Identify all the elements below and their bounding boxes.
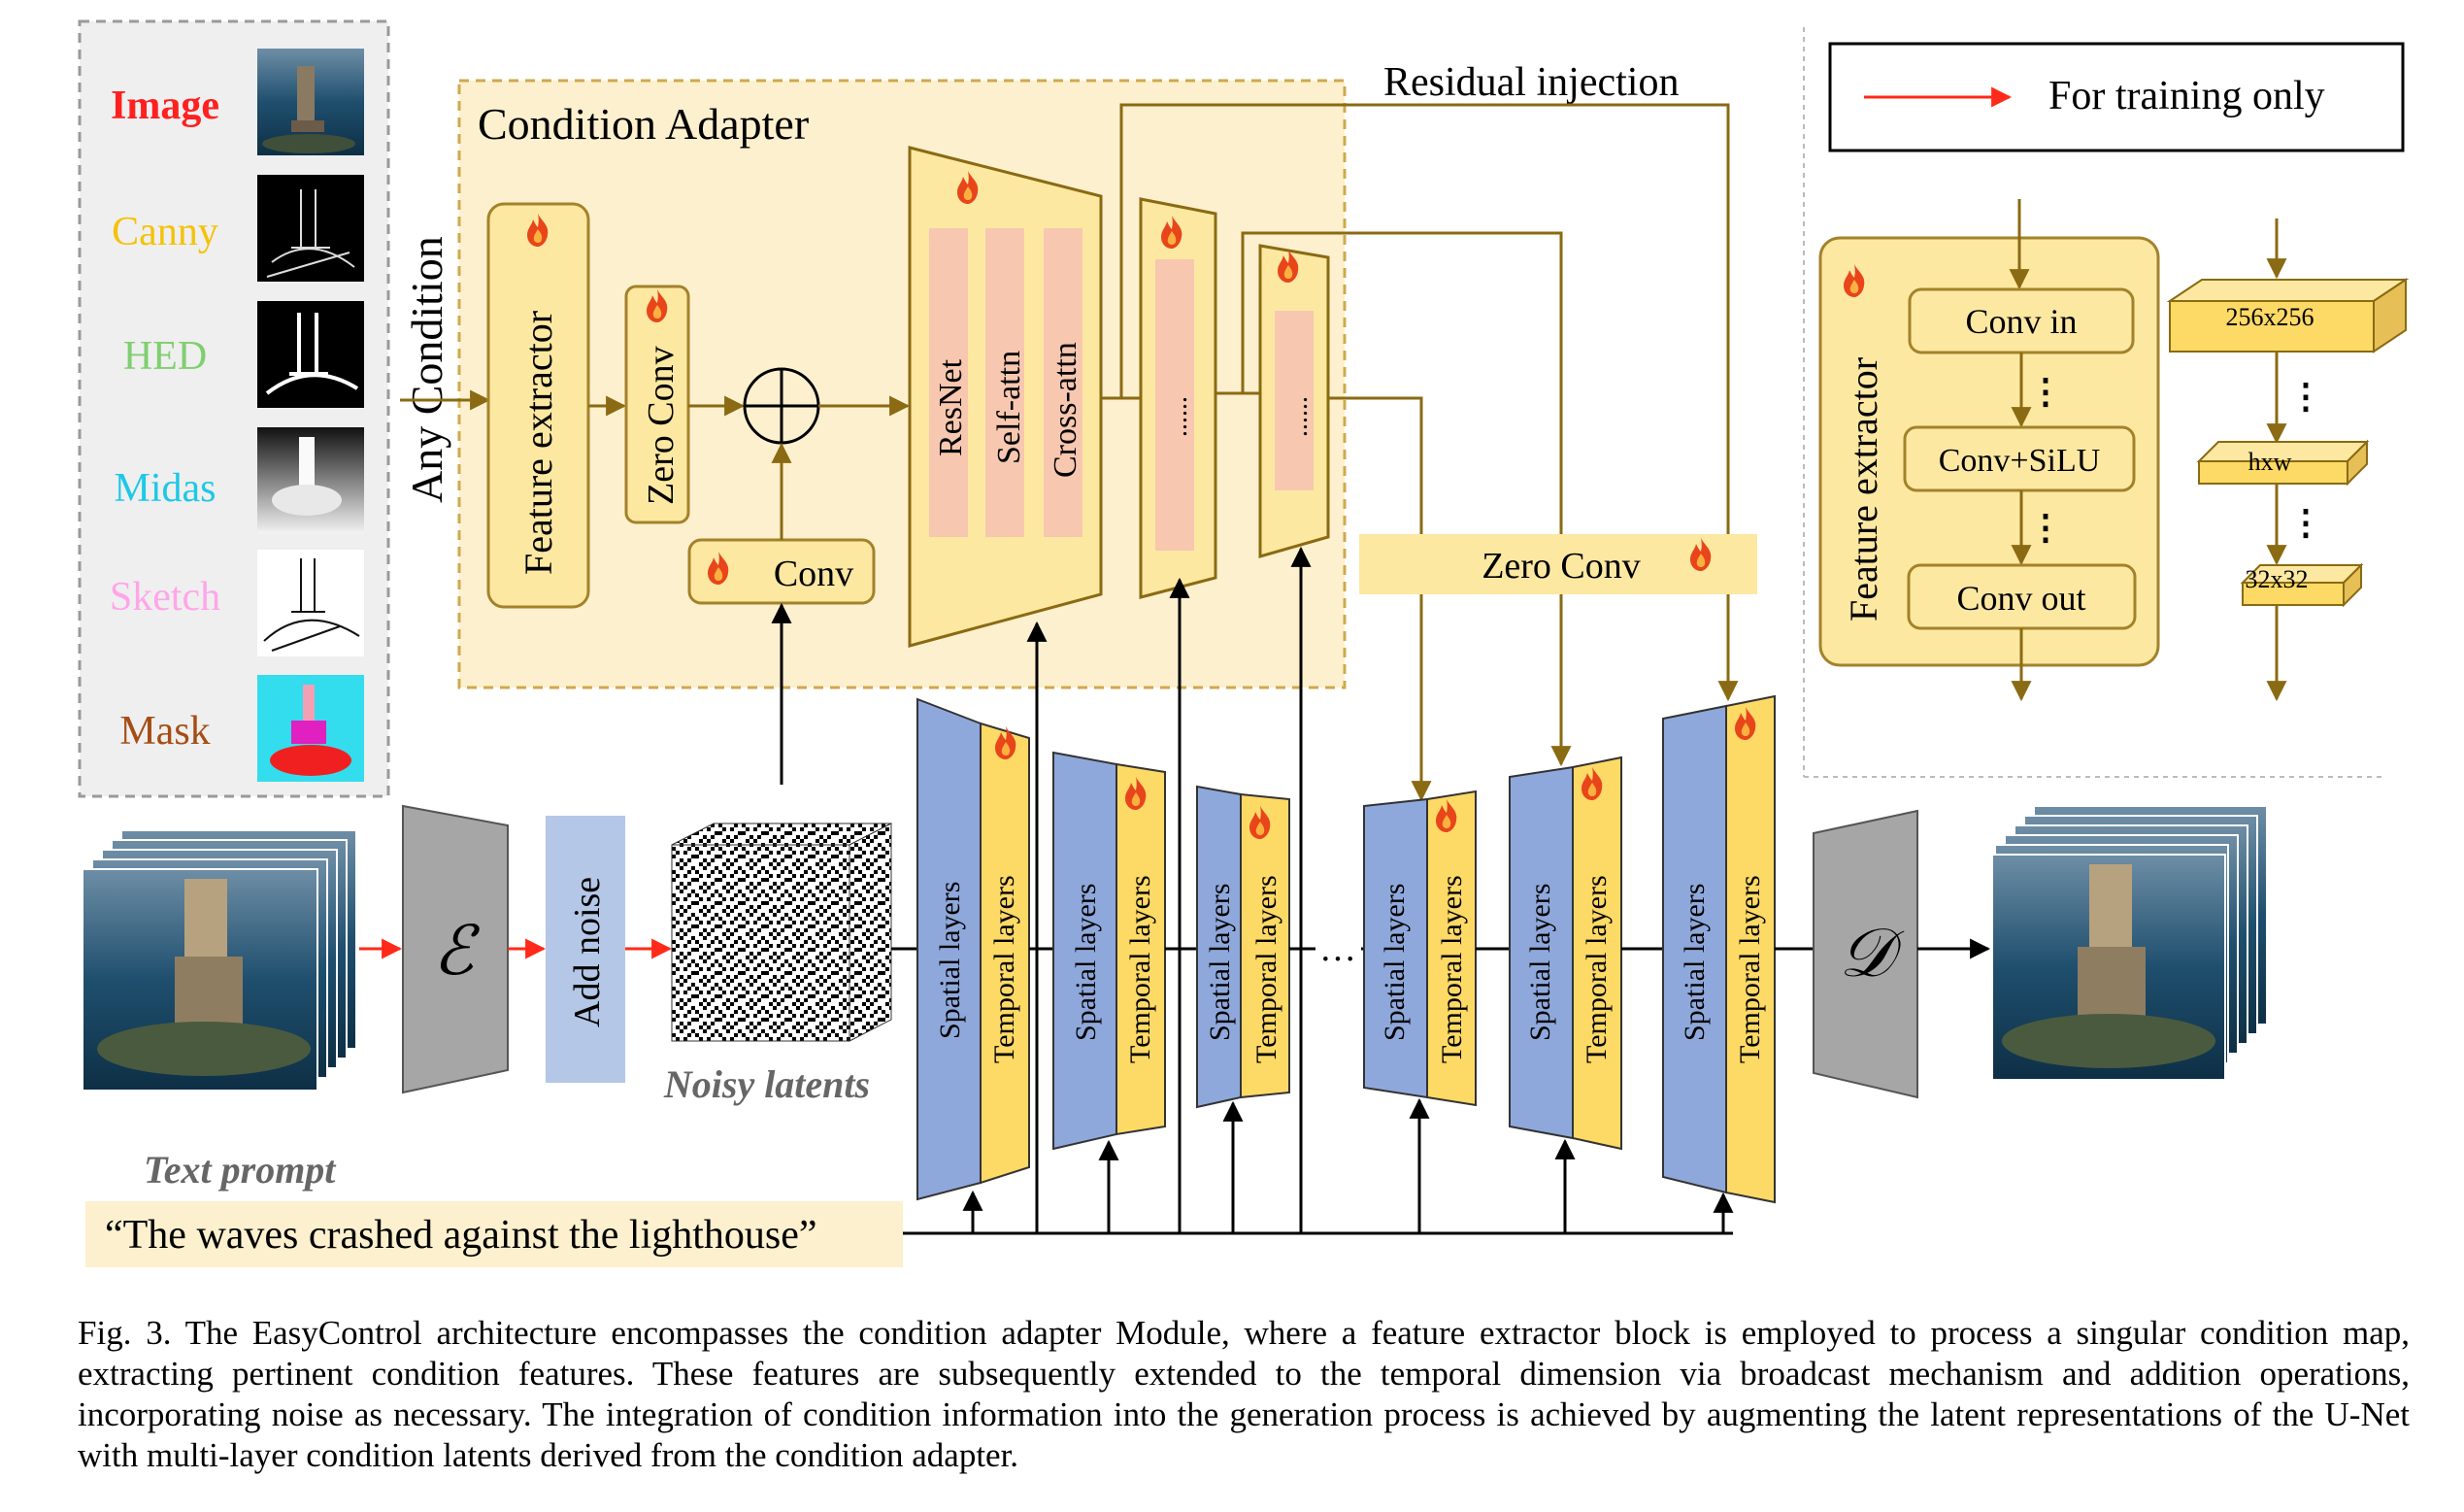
text-prompt-label: Text prompt [144, 1148, 337, 1192]
legend-training-only-label: For training only [2048, 74, 2325, 118]
unet-block-2: Spatial layers Temporal layers [1052, 751, 1166, 1151]
conv-in-label: Conv in [1965, 302, 2077, 341]
svg-text:Temporal layers: Temporal layers [1734, 875, 1766, 1063]
svg-text:Midas: Midas [115, 466, 216, 511]
figure-caption: Fig. 3. The EasyControl architecture enc… [78, 1314, 2410, 1474]
svg-text:Spatial layers: Spatial layers [934, 882, 966, 1039]
feature-extractor-detail-title: Feature extractor [1842, 357, 1885, 622]
hed-condition-thumbnail [257, 301, 364, 408]
condition-label-image: Image [111, 84, 219, 128]
output-video-frames [1991, 805, 2268, 1081]
condition-label-sketch: Sketch [110, 575, 220, 620]
condition-label-hed: HED [123, 334, 207, 379]
svg-text:32x32: 32x32 [2246, 565, 2309, 593]
svg-text:⋮: ⋮ [2288, 377, 2323, 416]
condition-label-midas: Midas [115, 466, 216, 511]
svg-text:hxw: hxw [2248, 448, 2292, 476]
svg-text:Canny: Canny [112, 210, 218, 254]
svg-text:Temporal layers: Temporal layers [1124, 875, 1156, 1063]
input-video-frames [82, 829, 357, 1092]
condition-adapter-title: Condition Adapter [478, 99, 809, 149]
svg-text:Spatial layers: Spatial layers [1204, 884, 1236, 1041]
svg-text:Temporal layers: Temporal layers [988, 875, 1020, 1063]
unet-block-4: Spatial layers Temporal layers [1363, 790, 1477, 1107]
zero-conv-bar [1359, 534, 1757, 594]
addition-operator-icon [743, 367, 820, 445]
unet-ellipsis: ··· [1319, 939, 1356, 980]
self-attn-layer [985, 228, 1024, 537]
midas-condition-thumbnail [257, 427, 364, 534]
add-noise-label: Add noise [567, 877, 608, 1027]
encoder-block [402, 804, 509, 1094]
noisy-latents-label: Noisy latents [663, 1062, 870, 1106]
canny-condition-thumbnail [257, 175, 364, 282]
svg-text:Spatial layers: Spatial layers [1679, 884, 1711, 1041]
condition-label-mask: Mask [119, 709, 210, 754]
adapter-zero-conv-label: Zero Conv [641, 346, 682, 505]
svg-text:Mask: Mask [119, 709, 210, 754]
conv-silu-block [1903, 425, 2136, 492]
adapter-ellipsis: ...... [1283, 396, 1314, 437]
unet-block-1: Spatial layers Temporal layers [916, 697, 1030, 1201]
unet-block-6: Spatial layers Temporal layers [1662, 694, 1776, 1204]
svg-text:Temporal layers: Temporal layers [1581, 875, 1613, 1063]
resnet-layer [929, 228, 968, 537]
self-attn-label: Self-attn [991, 351, 1027, 464]
condition-label-canny: Canny [112, 210, 218, 254]
encoder-symbol: ℰ [433, 915, 481, 990]
size-hxw-block: hxw [2196, 439, 2370, 487]
svg-text:256x256: 256x256 [2226, 303, 2314, 331]
svg-text:Image: Image [111, 84, 219, 128]
cross-attn-layer [1044, 228, 1082, 537]
svg-text:Spatial layers: Spatial layers [1379, 884, 1411, 1041]
svg-text:⋮: ⋮ [2028, 508, 2063, 547]
mask-condition-thumbnail [257, 675, 364, 782]
zero-conv-bar-label: Zero Conv [1482, 546, 1641, 587]
text-prompt-value: “The waves crashed against the lighthous… [105, 1213, 817, 1258]
add-noise-block [546, 816, 625, 1083]
svg-text:Sketch: Sketch [110, 575, 220, 620]
text-prompt-box [85, 1201, 903, 1267]
svg-text:Spatial layers: Spatial layers [1524, 884, 1556, 1041]
svg-text:HED: HED [123, 334, 207, 379]
svg-text:Spatial layers: Spatial layers [1070, 884, 1102, 1041]
noisy-latents-cube [671, 823, 892, 1042]
svg-text:Temporal layers: Temporal layers [1436, 875, 1468, 1063]
cross-attn-label: Cross-attn [1048, 342, 1083, 478]
svg-text:Temporal layers: Temporal layers [1250, 875, 1282, 1063]
resnet-label: ResNet [933, 358, 969, 456]
unet-block-5: Spatial layers Temporal layers [1509, 756, 1622, 1151]
any-condition-label: Any Condition [402, 236, 451, 503]
image-condition-thumbnail [257, 49, 364, 155]
svg-text:⋮: ⋮ [2288, 503, 2323, 542]
decoder-block [1813, 809, 1918, 1099]
residual-injection-label: Residual injection [1383, 60, 1679, 105]
adapter-conv-label: Conv [774, 554, 853, 594]
size-32-block: 32x32 [2240, 562, 2364, 608]
sketch-condition-thumbnail [257, 550, 364, 656]
unet-block-3: Spatial layers Temporal layers [1196, 785, 1290, 1109]
size-256-block: 256x256 [2166, 278, 2410, 353]
conv-out-label: Conv out [1956, 579, 2085, 618]
conv-silu-label: Conv+SiLU [1939, 443, 2101, 479]
feature-extractor-label: Feature extractor [516, 311, 560, 575]
svg-text:⋮: ⋮ [2028, 372, 2063, 411]
adapter-ellipsis: ...... [1163, 396, 1193, 437]
